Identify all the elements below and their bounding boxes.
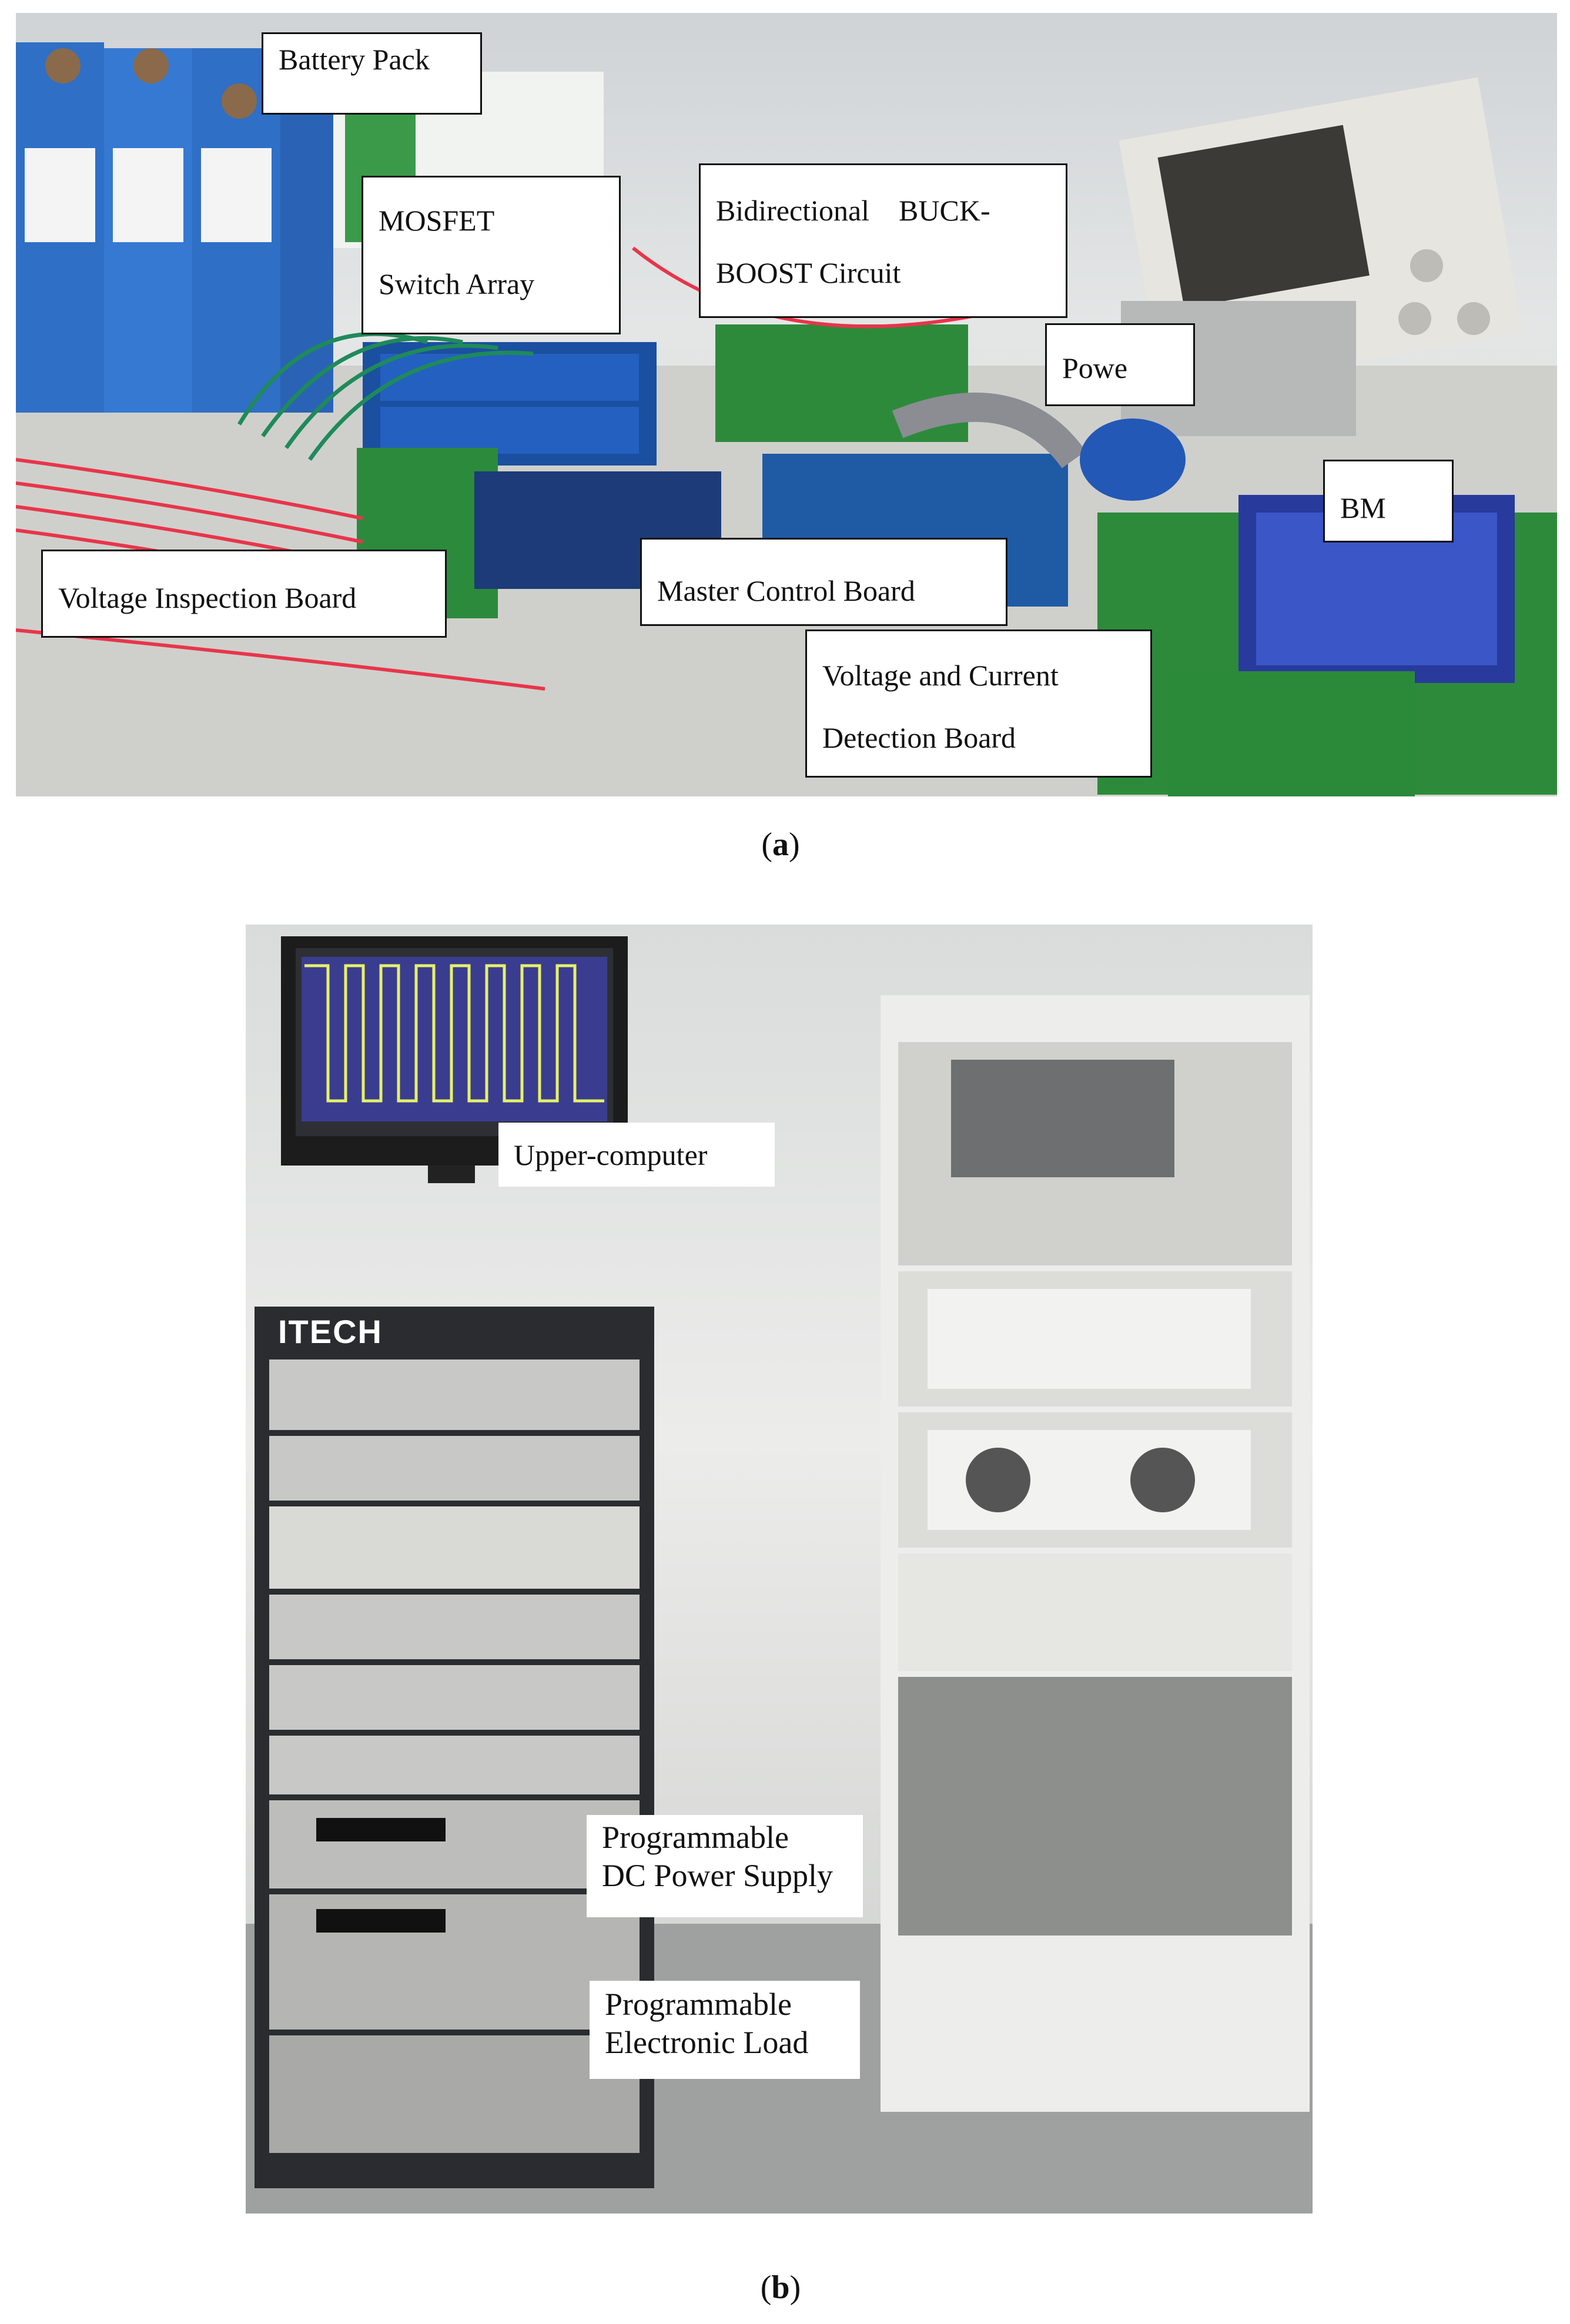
cabinet — [881, 995, 1310, 2112]
caption-a-letter: a — [772, 826, 789, 863]
caption-b-letter: b — [771, 2269, 790, 2306]
label-voltage-current-detection-board: Voltage and Current Detection Board — [805, 629, 1152, 778]
relay-board — [363, 342, 657, 466]
label-mosfet-line1: MOSFET — [379, 204, 495, 237]
label-voltage-inspection-board: Voltage Inspection Board — [41, 550, 447, 638]
label-master-control-board: Master Control Board — [640, 538, 1007, 626]
label-buck-line1: Bidirectional BUCK- — [716, 194, 990, 227]
test-system-photo — [246, 936, 1313, 2214]
label-power-text: Powe — [1062, 351, 1128, 384]
label-battery-pack: Battery Pack — [262, 32, 482, 115]
label-bm-text: BM — [1340, 491, 1386, 524]
photo-panel-a: Battery Pack MOSFET Switch Array Bidirec… — [16, 13, 1557, 796]
label-power: Powe — [1045, 323, 1195, 406]
label-dc-line2: DC Power Supply — [602, 1857, 833, 1893]
itech-rack — [255, 1307, 654, 2188]
label-dc-line1: Programmable — [602, 1820, 789, 1855]
lab-bench-photo — [16, 42, 1557, 796]
label-mosfet-line2: Switch Array — [379, 267, 535, 300]
brand-logo: ITECH — [278, 1312, 383, 1351]
label-load-line2: Electronic Load — [605, 2024, 809, 2060]
label-programmable-electronic-load: Programmable Electronic Load — [590, 1981, 860, 2079]
label-vc-line2: Detection Board — [822, 721, 1016, 754]
caption-a: (a) — [761, 826, 800, 863]
label-buck-boost-circuit: Bidirectional BUCK- BOOST Circuit — [699, 163, 1067, 318]
label-vc-line1: Voltage and Current — [822, 659, 1059, 692]
photo-panel-b: ITECH Upper-computer Programmable DC Pow… — [246, 925, 1313, 2214]
label-upper-computer: Upper-computer — [498, 1123, 775, 1187]
label-voltage-inspection-text: Voltage Inspection Board — [58, 581, 357, 614]
label-mosfet-switch-array: MOSFET Switch Array — [361, 176, 621, 334]
label-buck-line2: BOOST Circuit — [716, 256, 901, 289]
brand-logo-text: ITECH — [278, 1313, 383, 1350]
label-load-line1: Programmable — [605, 1987, 792, 2022]
caption-b: (b) — [760, 2269, 801, 2306]
monitor — [281, 936, 628, 1183]
label-bm: BM — [1323, 460, 1454, 543]
label-upper-computer-text: Upper-computer — [514, 1138, 708, 1171]
label-programmable-dc-power-supply: Programmable DC Power Supply — [587, 1815, 863, 1917]
label-battery-pack-text: Battery Pack — [279, 43, 430, 76]
label-master-control-text: Master Control Board — [657, 574, 915, 607]
